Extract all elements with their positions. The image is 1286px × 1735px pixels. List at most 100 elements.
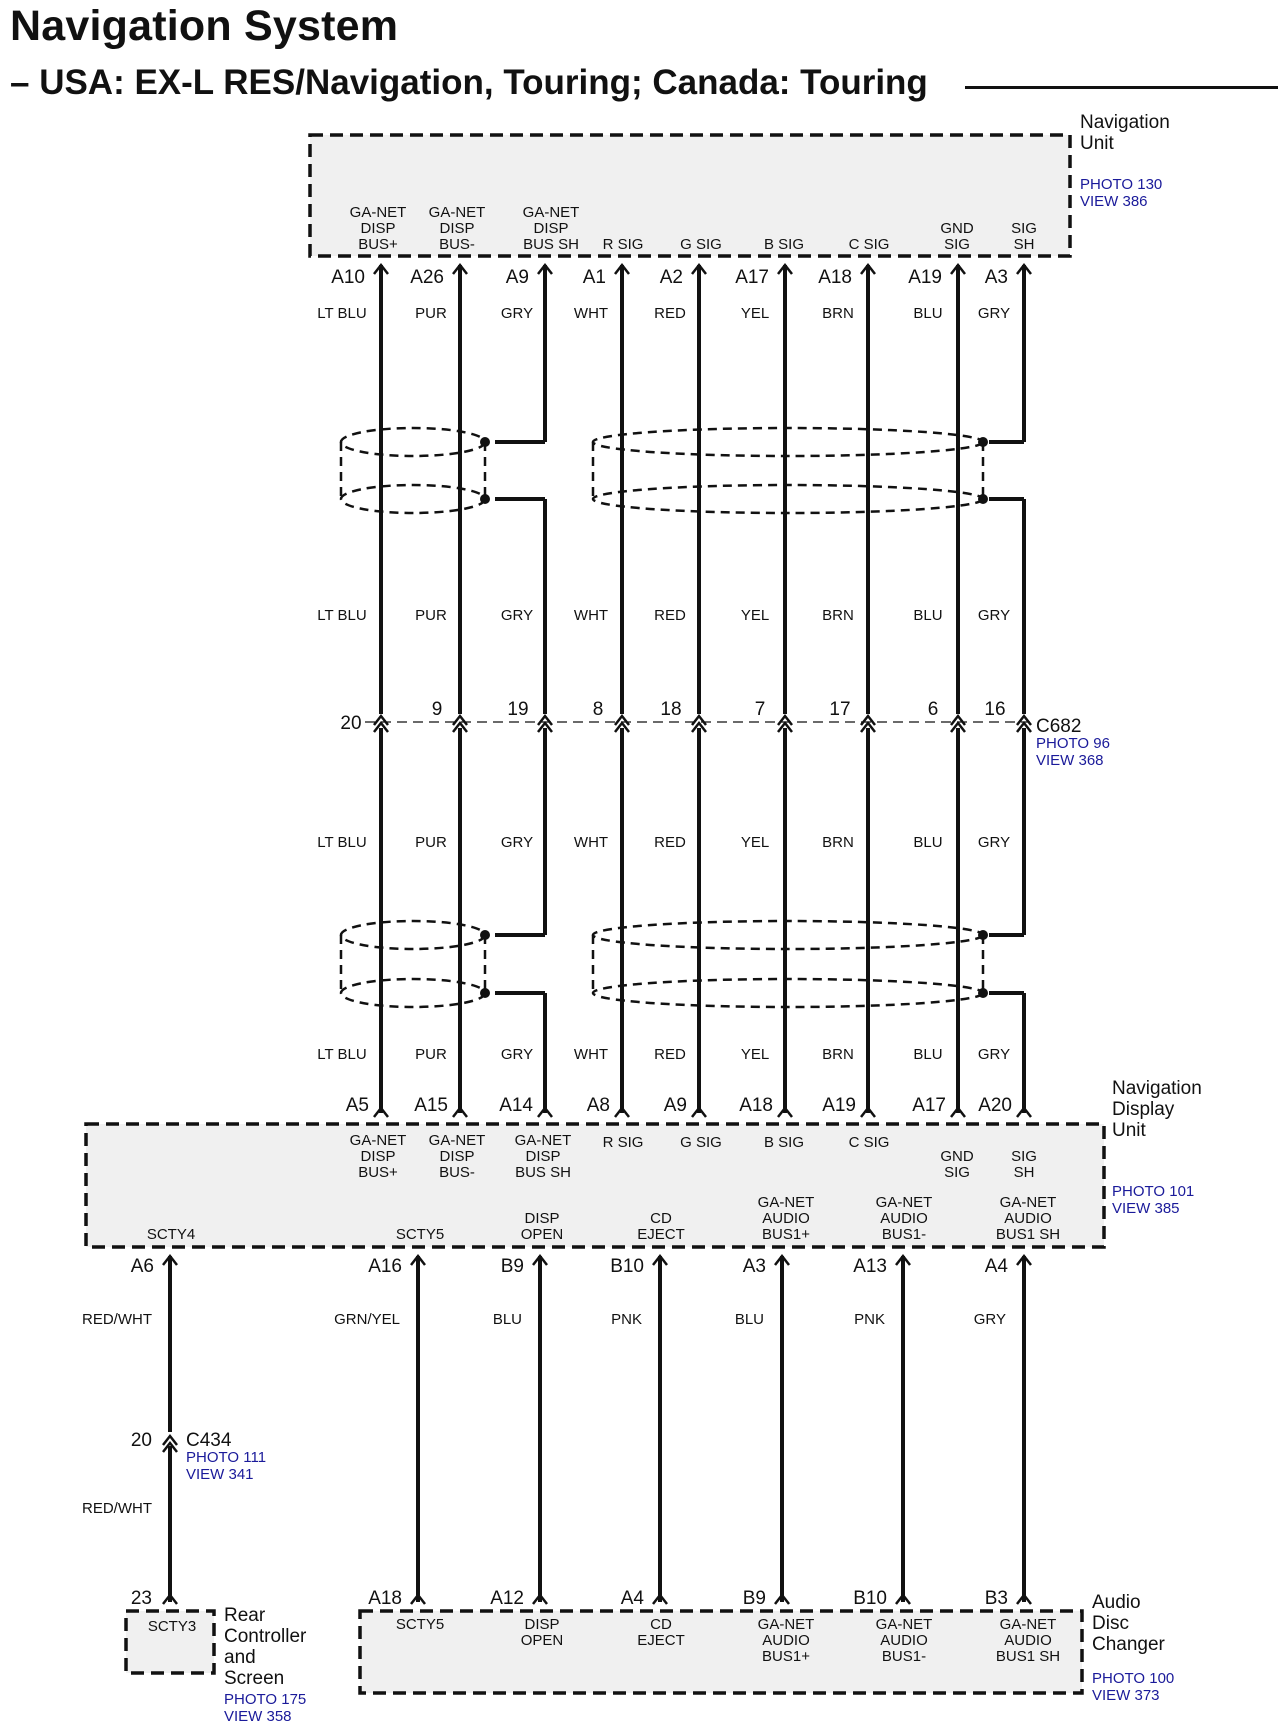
c682-connector-chevron (537, 713, 553, 726)
display-unit-top-terminal-chevron (373, 1105, 389, 1118)
display-unit-bottom-terminal-label: BUS1+ (762, 1226, 810, 1243)
shield-disp-bus-lower-dot (480, 988, 490, 998)
shield-disp-bus-upper-dot (480, 437, 490, 447)
nav-unit-terminal-label: GND (940, 220, 974, 237)
wire-color-label: YEL (741, 305, 769, 322)
disc-changer-terminal-label: SCTY5 (396, 1616, 444, 1633)
c682-connector-chevron (452, 713, 468, 726)
c682-connector-chevron (373, 720, 389, 733)
display-unit-bottom-pin-number: B10 (610, 1256, 644, 1277)
display-unit-top-terminal-chevron (777, 1105, 793, 1118)
display-unit-top-terminal-label: G SIG (680, 1134, 722, 1151)
wire-color-label: PUR (415, 1046, 447, 1063)
display-unit-top-terminal-label: BUS+ (358, 1164, 398, 1181)
display-unit-top-terminal-label: SIG (1011, 1148, 1037, 1165)
rear-controller-terminal-chevron (162, 1592, 178, 1605)
shield-disp-bus-lower (339, 977, 487, 1009)
disc-changer-terminal-label: CD (650, 1616, 672, 1633)
c682-pin-number: 8 (593, 699, 604, 720)
c682-connector-chevron (950, 720, 966, 733)
c682-pin-number: 7 (755, 699, 766, 720)
c682-pin-number: 18 (660, 699, 681, 720)
rear-controller-name: and (224, 1647, 256, 1668)
c682-connector-chevron (691, 720, 707, 733)
wire-color-label: RED (654, 834, 686, 851)
rear-controller-pin-number: 23 (131, 1588, 152, 1609)
display-unit-bottom-terminal-label: SCTY4 (147, 1226, 195, 1243)
shield-video-upper (591, 483, 985, 515)
nav-unit-terminal-label: BUS SH (523, 236, 579, 253)
wire-color-label-after-c434: RED/WHT (82, 1500, 152, 1517)
wire-color-label: LT BLU (317, 305, 366, 322)
disc-changer-terminal-label: BUS1 SH (996, 1648, 1060, 1665)
display-unit-top-terminal-label: GA-NET (350, 1132, 407, 1149)
display-unit-bottom-terminal-label: BUS1- (882, 1226, 926, 1243)
subtitle-rule (965, 86, 1278, 89)
display-unit-top-pin-number: A14 (499, 1095, 533, 1116)
display-unit-bottom-terminal-label: OPEN (521, 1226, 564, 1243)
display-unit-top-terminal-label: DISP (439, 1148, 474, 1165)
c682-pin-number: 19 (507, 699, 528, 720)
display-unit-top-terminal-chevron (950, 1105, 966, 1118)
wire-color-label: WHT (574, 607, 608, 624)
nav-unit-terminal-label: B SIG (764, 236, 804, 253)
display-unit-top-terminal-label: GND (940, 1148, 974, 1165)
bottom-wire-color-label: PNK (854, 1311, 885, 1328)
c682-connector-chevron (452, 720, 468, 733)
nav-unit-terminal-label: DISP (533, 220, 568, 237)
nav-unit-terminal-chevron (614, 262, 630, 275)
shield-video-upper (591, 426, 985, 458)
wire-color-label: BLU (913, 834, 942, 851)
wire-color-label: LT BLU (317, 607, 366, 624)
bottom-wire-color-label: RED/WHT (82, 1311, 152, 1328)
display-unit-bottom-terminal-label: CD (650, 1210, 672, 1227)
nav-unit-terminal-label: SH (1014, 236, 1035, 253)
display-unit-top-pin-number: A8 (587, 1095, 610, 1116)
display-unit-top-pin-number: A9 (664, 1095, 687, 1116)
display-unit-top-terminal-label: BUS SH (515, 1164, 571, 1181)
display-unit-bottom-terminal-label: EJECT (637, 1226, 685, 1243)
shield-disp-bus-upper (339, 483, 487, 515)
display-unit-top-pin-number: A19 (822, 1095, 856, 1116)
display-unit-bottom-terminal-label: SCTY5 (396, 1226, 444, 1243)
rear-controller-name: Screen (224, 1668, 284, 1689)
display-unit-top-terminal-label: C SIG (849, 1134, 890, 1151)
audio-disc-changer-box (358, 1609, 1084, 1695)
navigation-unit-view-ref: VIEW 386 (1080, 193, 1148, 210)
shield-disp-bus-lower (339, 919, 487, 951)
disc-changer-pin-number: A12 (490, 1588, 524, 1609)
c682-connector-chevron (1016, 713, 1032, 726)
c682-view-ref: VIEW 368 (1036, 752, 1104, 769)
display-unit-top-terminal-label: B SIG (764, 1134, 804, 1151)
display-unit-bottom-terminal-chevron (774, 1253, 790, 1266)
wire-color-label: BRN (822, 305, 854, 322)
c434-connector-chevron (162, 1433, 178, 1446)
display-unit-name: Navigation (1112, 1078, 1202, 1099)
navigation-unit-name: Navigation (1080, 112, 1170, 133)
nav-unit-terminal-chevron (373, 262, 389, 275)
display-unit-top-terminal-label: DISP (360, 1148, 395, 1165)
display-unit-top-terminal-label: BUS- (439, 1164, 475, 1181)
wire-color-label: WHT (574, 1046, 608, 1063)
wire-color-label: GRY (978, 834, 1010, 851)
display-unit-bottom-terminal-label: DISP (524, 1210, 559, 1227)
wire-color-label: GRY (501, 1046, 533, 1063)
rear-controller-terminal-label: SCTY3 (148, 1618, 196, 1635)
rear-controller-photo-ref: PHOTO 175 (224, 1691, 306, 1708)
disc-changer-pin-number: B10 (853, 1588, 887, 1609)
display-unit-top-terminal-label: R SIG (603, 1134, 644, 1151)
disc-changer-terminal-chevron (895, 1592, 911, 1605)
wire-color-label: GRY (978, 607, 1010, 624)
display-unit-name: Display (1112, 1099, 1175, 1120)
wire-color-label: RED (654, 305, 686, 322)
nav-unit-pin-number: A9 (506, 267, 529, 288)
navigation-unit-name: Unit (1080, 133, 1115, 154)
c682-pin-number: 17 (829, 699, 850, 720)
wire-color-label: YEL (741, 1046, 769, 1063)
disc-changer-pin-number: B3 (985, 1588, 1008, 1609)
display-unit-bottom-pin-number: A16 (368, 1256, 402, 1277)
nav-unit-terminal-label: GA-NET (350, 204, 407, 221)
c682-photo-ref: PHOTO 96 (1036, 735, 1110, 752)
display-unit-top-terminal-label: GA-NET (429, 1132, 486, 1149)
